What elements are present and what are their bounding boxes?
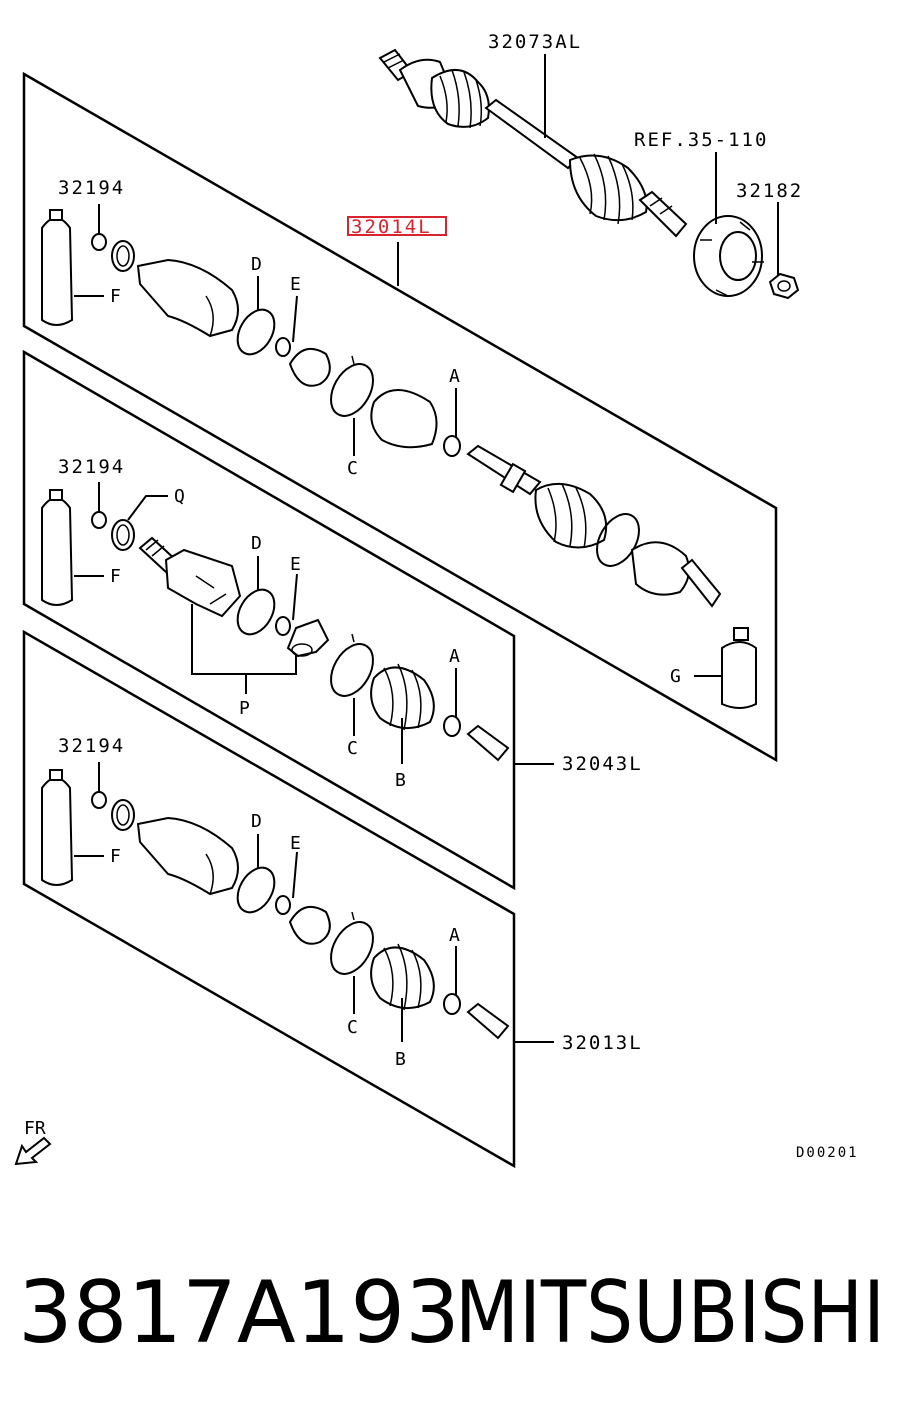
front-marker-label: FR [24, 1118, 46, 1139]
letter-g: G [670, 666, 681, 687]
kit-panel-1 [22, 71, 778, 763]
letter-c-3: C [347, 1017, 358, 1038]
panel-1-parts [41, 209, 757, 709]
letter-e-1: E [290, 274, 301, 295]
axle-assembly-drawing [378, 48, 800, 300]
axle-assembly-label: 32073AL [488, 31, 582, 53]
highlighted-part-label: 32014L [351, 216, 432, 238]
letter-a-2: A [449, 646, 460, 667]
letter-f-1: F [110, 286, 121, 307]
letter-e-3: E [290, 833, 301, 854]
hub-nut-label: 32182 [736, 180, 803, 202]
brand-name: MITSUBISHI [455, 1263, 885, 1363]
kit-panel-2 [22, 349, 516, 891]
letter-b-2: B [395, 770, 406, 791]
front-arrow-icon [14, 1136, 52, 1166]
highlight-box [347, 216, 447, 236]
letter-f-2: F [110, 566, 121, 587]
circlip-label-1: 32194 [58, 177, 125, 199]
letter-e-2: E [290, 554, 301, 575]
letter-b-3: B [395, 1049, 406, 1070]
letter-c-2: C [347, 738, 358, 759]
diagram-code: D00201 [796, 1145, 859, 1161]
letter-p: P [239, 698, 250, 719]
letter-d-2: D [251, 533, 262, 554]
kit-panel-3 [22, 629, 516, 1169]
part-number: 3817A193 [18, 1263, 460, 1363]
circlip-label-3: 32194 [58, 735, 125, 757]
letter-a-3: A [449, 925, 460, 946]
ref-label: REF.35-110 [634, 129, 768, 151]
letter-f-3: F [110, 846, 121, 867]
panel-3-parts [41, 769, 510, 1040]
inner-kit-label-2: 32043L [562, 753, 643, 775]
panel-2-parts [41, 489, 510, 762]
letter-d-3: D [251, 811, 262, 832]
circlip-label-2: 32194 [58, 456, 125, 478]
inner-kit-label-3: 32013L [562, 1032, 643, 1054]
letter-q: Q [174, 486, 185, 507]
letter-a-1: A [449, 366, 460, 387]
letter-c-1: C [347, 458, 358, 479]
letter-d-1: D [251, 254, 262, 275]
